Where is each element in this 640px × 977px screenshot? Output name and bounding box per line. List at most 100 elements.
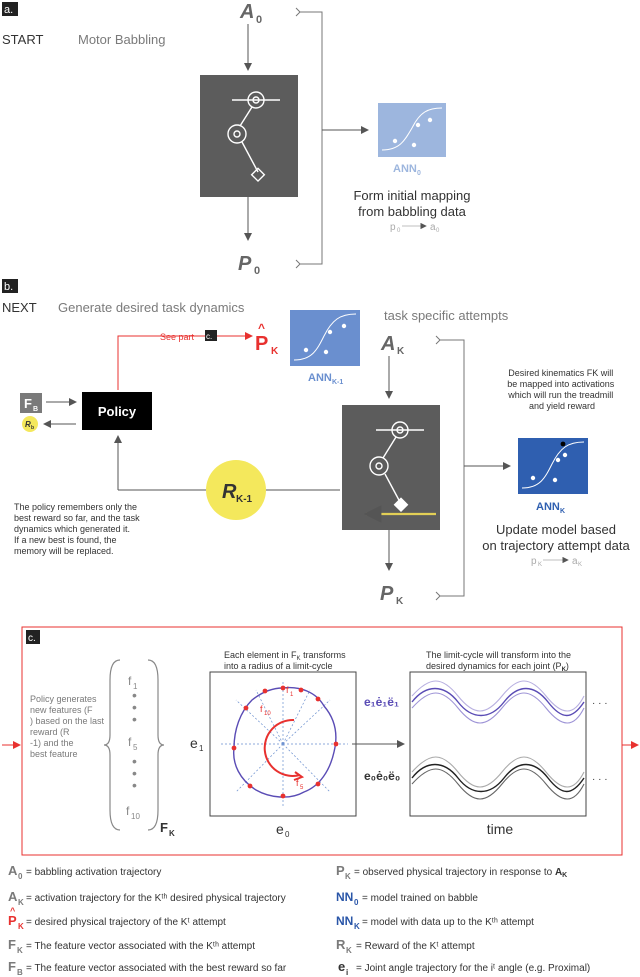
ann-k-sub: K [560, 508, 565, 515]
svg-text:•: • [132, 711, 137, 727]
pk-symbol: P [380, 583, 394, 605]
ak-sub: K [397, 346, 405, 357]
svg-text:P: P [336, 863, 345, 878]
feature-points [231, 685, 339, 799]
section-c-label: c. [28, 633, 36, 644]
svg-text:•: • [132, 765, 137, 781]
p0-sub: 0 [254, 265, 260, 277]
svg-text:A: A [8, 889, 18, 904]
see-part-label: See part [160, 332, 195, 342]
section-b-label: b. [4, 281, 13, 293]
robot-leg-box-a [200, 75, 298, 197]
section-a-label: a. [4, 4, 13, 16]
leg-mechanism-icon [227, 91, 280, 183]
svg-text:0: 0 [397, 228, 401, 234]
svg-text:e: e [338, 959, 345, 974]
svg-text:K: K [538, 562, 542, 568]
ann0-label: ANN [393, 163, 417, 175]
svg-text:K: K [345, 872, 351, 881]
svg-text:K: K [18, 922, 24, 931]
svg-text:5: 5 [133, 743, 138, 752]
svg-text:0: 0 [18, 872, 23, 881]
svg-text:K: K [18, 898, 24, 907]
limit-cycle-curve [233, 686, 337, 798]
legend-nnk: = model with data up to the Kᵗʰ attempt [362, 917, 534, 928]
map-ak: a [572, 556, 578, 567]
time-series-plot [409, 671, 587, 817]
plot-f5: f [296, 778, 299, 788]
rk1-sub: K-1 [236, 494, 253, 505]
a0-symbol: A [239, 1, 254, 23]
svg-text:10: 10 [131, 812, 140, 821]
pk-hat-symbol: P [255, 333, 268, 355]
e0-axis-label: e [276, 821, 284, 837]
next-label: NEXT [2, 300, 37, 315]
map-pk: p [531, 556, 537, 567]
section-c-badge [26, 630, 40, 644]
section-a-badge [2, 2, 18, 16]
ann-k-plot [518, 438, 588, 494]
update-line1: Update model based [496, 522, 616, 537]
rb-symbol: R [25, 420, 31, 429]
legend-left: A 0 = babbling activation trajectory A K… [8, 863, 287, 977]
svg-text:P: P [8, 913, 17, 928]
e0-waves [411, 756, 585, 800]
rb-sub: b [31, 425, 34, 431]
map-a0: a [430, 222, 436, 233]
section-c: c. Policy generates new features (F ) ba… [2, 626, 639, 856]
svg-text:0: 0 [354, 898, 359, 907]
legend-ak: = activation trajectory for the Kᵗʰ desi… [26, 893, 286, 904]
map-p0: p [390, 222, 396, 233]
feature-f10: f [126, 804, 130, 818]
section-b: b. NEXT Generate desired task dynamics S… [2, 279, 630, 607]
section-b-badge [2, 279, 18, 293]
svg-text:K: K [346, 946, 352, 955]
rb-circle [22, 416, 38, 432]
svg-text:5: 5 [300, 785, 304, 791]
robot-leg-box-b [342, 405, 440, 530]
legend: A 0 = babbling activation trajectory A K… [8, 863, 590, 977]
ak-symbol: A [380, 333, 395, 355]
task-specific-label: task specific attempts [384, 308, 509, 323]
svg-text:1: 1 [133, 682, 138, 691]
legend-ei: = Joint angle trajectory for the iᵗ angl… [356, 963, 590, 974]
svg-text:•: • [132, 777, 137, 793]
legend-fb: = The feature vector associated with the… [26, 963, 287, 974]
legend-fk: = The feature vector associated with the… [26, 941, 255, 952]
limit-cycle-line1: The limit-cycle will transform into the [426, 650, 571, 660]
e0-ellipsis: · · · [592, 774, 608, 785]
fb-sub: B [33, 406, 38, 413]
svg-text:R: R [336, 937, 346, 952]
form-mapping-line1: Form initial mapping [353, 188, 470, 203]
svg-text:K: K [354, 922, 360, 931]
see-part-box: c. [206, 332, 212, 341]
pk-hat-sub: K [271, 346, 279, 357]
policy-box [82, 392, 152, 430]
e1-axis-label: e [190, 735, 198, 751]
legend-rk: = Reward of the Kᵗ attempt [356, 941, 475, 952]
generate-label: Generate desired task dynamics [58, 300, 245, 315]
a0-sub: 0 [256, 14, 262, 26]
fb-badge [20, 393, 42, 413]
ann-k-label: ANN [536, 501, 560, 513]
ann-k1-plot [290, 310, 360, 366]
feature-f1: f [128, 674, 132, 688]
feature-f5: f [128, 735, 132, 749]
section-a: a. START Motor Babbling A 0 P 0 ANN 0 Fo… [2, 1, 471, 277]
ann-k1-label: ANN [308, 372, 332, 384]
p0-symbol: P [238, 253, 252, 275]
svg-text:B: B [17, 968, 23, 977]
section-c-frame [21, 626, 623, 856]
ann0-plot [378, 103, 446, 157]
e1-ellipsis: · · · [592, 698, 608, 709]
rk1-circle [206, 460, 266, 520]
e1-row-label: e₁ė₁ë₁ [364, 695, 399, 709]
fk-symbol: F [160, 820, 168, 835]
svg-text:K: K [17, 946, 23, 955]
plot-f1: f [286, 685, 289, 695]
each-element-line1: Each element in FK transforms [224, 650, 346, 662]
svg-text:i: i [346, 968, 348, 977]
pk-sub: K [396, 596, 404, 607]
start-label: START [2, 32, 43, 47]
